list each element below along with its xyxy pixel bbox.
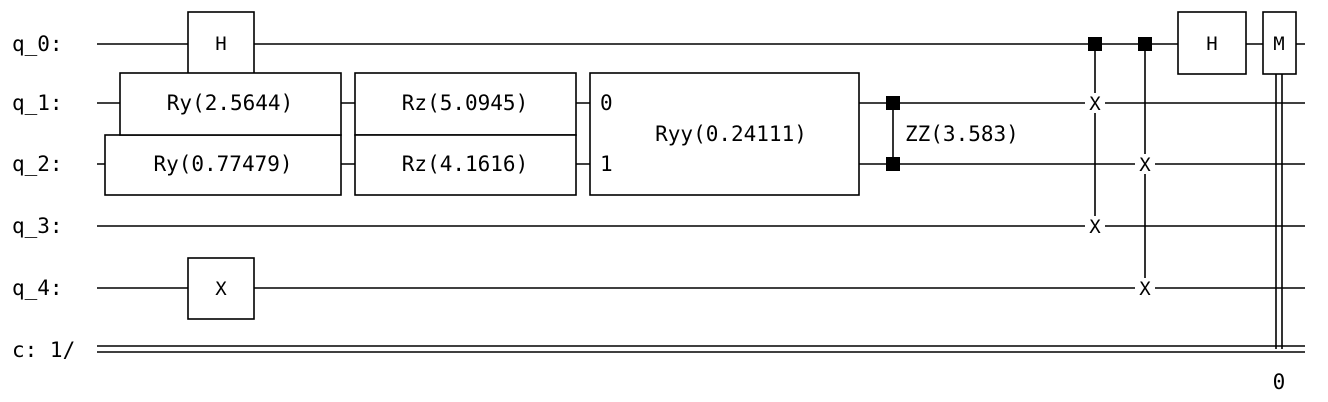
- zz-gate: ZZ(3.583): [886, 96, 1019, 171]
- svg-text:H: H: [1206, 33, 1217, 55]
- svg-text:Rz(5.0945): Rz(5.0945): [402, 91, 528, 115]
- rz-gate-q1: Rz(5.0945): [354, 72, 577, 136]
- ryy-port-1: 1: [600, 152, 613, 176]
- svg-text:ZZ(3.583): ZZ(3.583): [905, 122, 1019, 146]
- qubit-label-q0: q_0:: [12, 32, 63, 56]
- ryy-gate: 0 1 Ryy(0.24111): [589, 72, 860, 196]
- ry-gate-q2: Ry(0.77479): [104, 134, 342, 196]
- measure-bit-index: 0: [1273, 370, 1286, 394]
- ry-gate-q1: Ry(2.5644): [119, 72, 342, 136]
- qubit-label-q1: q_1:: [12, 91, 63, 115]
- svg-text:H: H: [215, 33, 226, 55]
- cswap-gate-1: X X: [1085, 37, 1105, 238]
- svg-text:Ry(2.5644): Ry(2.5644): [167, 91, 293, 115]
- cswap-gate-2: X X: [1135, 37, 1155, 300]
- classical-register-label: c: 1/: [12, 338, 75, 362]
- svg-text:Rz(4.1616): Rz(4.1616): [402, 152, 528, 176]
- svg-text:Ry(0.77479): Ry(0.77479): [153, 152, 292, 176]
- rz-gate-q2: Rz(4.1616): [354, 134, 577, 196]
- svg-text:X: X: [215, 278, 227, 300]
- qubit-label-q3: q_3:: [12, 214, 63, 238]
- qubit-label-q4: q_4:: [12, 276, 63, 300]
- svg-text:X: X: [1139, 278, 1151, 300]
- svg-text:X: X: [1139, 154, 1151, 176]
- svg-text:X: X: [1089, 216, 1101, 238]
- svg-text:X: X: [1089, 93, 1101, 115]
- qubit-label-q2: q_2:: [12, 152, 63, 176]
- svg-text:M: M: [1273, 33, 1284, 55]
- ryy-label: Ryy(0.24111): [655, 122, 807, 146]
- h-gate-q0-final: H: [1177, 11, 1247, 75]
- ryy-port-0: 0: [600, 91, 613, 115]
- h-gate-q0: H: [187, 11, 255, 75]
- classical-wire: [97, 345, 1305, 353]
- measure-gate: M: [1262, 11, 1297, 349]
- x-gate-q4: X: [187, 257, 255, 320]
